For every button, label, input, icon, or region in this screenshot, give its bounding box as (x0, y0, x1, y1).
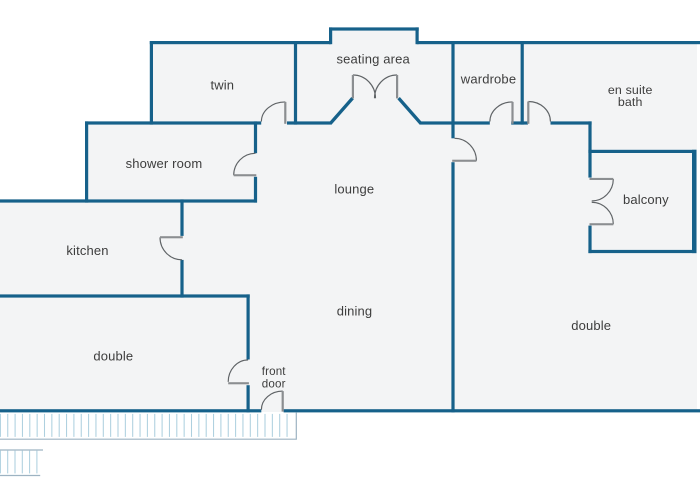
svg-text:shower room: shower room (126, 156, 203, 171)
svg-text:seating area: seating area (337, 51, 411, 66)
svg-text:wardrobe: wardrobe (460, 72, 516, 87)
svg-text:door: door (262, 377, 286, 390)
svg-text:lounge: lounge (334, 182, 374, 197)
svg-text:bath: bath (618, 95, 643, 109)
svg-text:twin: twin (210, 78, 234, 93)
svg-text:double: double (93, 349, 133, 364)
svg-text:balcony: balcony (623, 192, 669, 207)
svg-text:dining: dining (337, 303, 373, 318)
svg-text:front: front (262, 365, 287, 378)
svg-text:en suite: en suite (608, 83, 653, 97)
svg-text:double: double (571, 318, 611, 333)
svg-text:kitchen: kitchen (66, 243, 108, 258)
